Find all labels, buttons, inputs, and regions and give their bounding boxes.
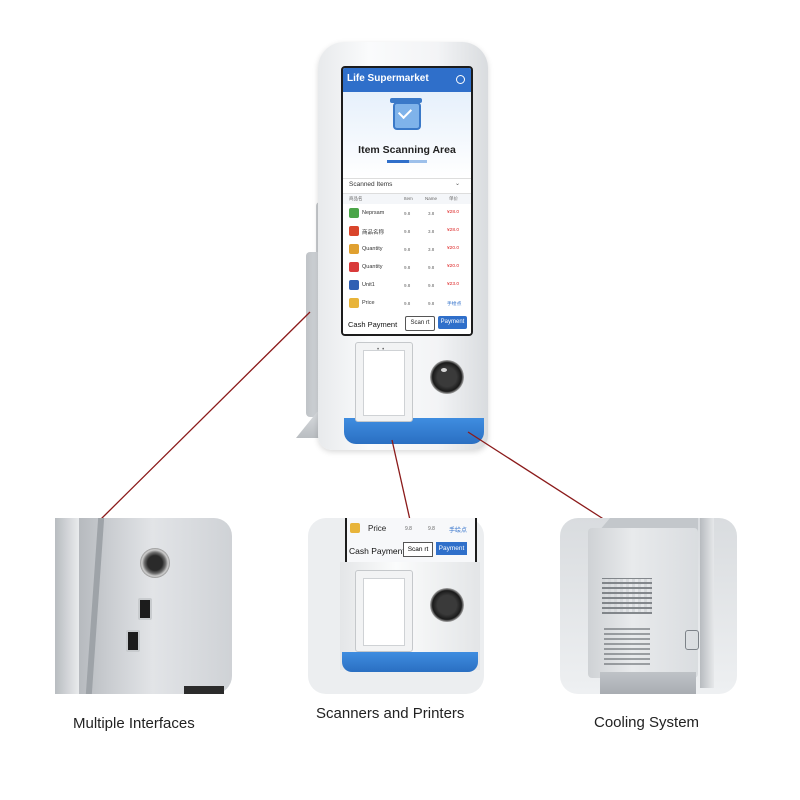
barcode-scanner — [430, 360, 464, 394]
kiosk-blue-base — [342, 652, 478, 672]
row-c1: 9.8 — [404, 247, 411, 252]
connector-line-left — [99, 311, 311, 521]
row-name: Price — [362, 300, 375, 306]
row-c1: 9.8 — [404, 283, 411, 288]
basket-lid-icon — [390, 98, 422, 103]
row-c2: 9.8 — [428, 526, 435, 532]
row-name: 商品名称 — [362, 230, 385, 236]
scanned-items-header[interactable] — [343, 178, 471, 194]
caption-multiple-interfaces: Multiple Interfaces — [73, 715, 195, 732]
section-label: Scanned Items — [349, 181, 393, 188]
table-header: 单价 — [449, 196, 458, 201]
row-c1: 9.8 — [404, 265, 411, 270]
row-price: ¥28.0 — [447, 210, 460, 215]
barcode-scanner — [430, 588, 464, 622]
scan-button[interactable]: Scan rt — [405, 316, 435, 331]
screen-title: Life Supermarket — [347, 73, 429, 84]
product-icon — [349, 262, 359, 272]
printer-indicator-icon: •• — [377, 347, 388, 353]
row-c2: 3.8 — [428, 247, 435, 252]
connector-line-right — [467, 431, 606, 521]
table-row[interactable]: Quantity 9.8 3.8 ¥20.0 — [343, 240, 471, 259]
row-price: ¥20.0 — [447, 264, 460, 269]
basket-icon — [393, 102, 421, 130]
nfc-icon — [685, 630, 699, 650]
row-price: 手绘点 — [447, 302, 462, 307]
printer-slot — [363, 578, 405, 646]
table-header: 商品名 — [349, 196, 363, 201]
connector-line-middle — [391, 439, 411, 521]
row-name: Quantity — [362, 246, 383, 252]
row-name: Quantity — [362, 264, 383, 270]
usb-port-icon — [138, 598, 152, 620]
row-c2: 9.8 — [428, 283, 435, 288]
port-slot — [184, 686, 224, 694]
row-price: ¥23.0 — [447, 282, 460, 287]
table-header: Item — [404, 196, 413, 201]
payment-button[interactable]: Payment — [436, 542, 467, 555]
scanner-glint — [441, 368, 447, 372]
chevron-down-icon[interactable]: ⌄ — [455, 181, 461, 187]
product-icon — [349, 226, 359, 236]
row-price: ¥28.0 — [447, 228, 460, 233]
product-icon — [349, 244, 359, 254]
vent-grille-icon — [602, 578, 652, 614]
product-icon — [349, 208, 359, 218]
table-header: Name — [425, 196, 438, 201]
row-c2: 3.8 — [428, 211, 435, 216]
vent-grille-icon — [604, 625, 650, 665]
row-c1: 9.8 — [404, 229, 411, 234]
table-row[interactable]: Price 9.8 9.8 手绘点 — [343, 294, 471, 313]
row-c2: 3.8 — [428, 229, 435, 234]
row-c1: 9.8 — [404, 211, 411, 216]
row-price: ¥20.0 — [447, 246, 460, 251]
row-product-icon — [350, 523, 360, 533]
search-icon[interactable] — [456, 75, 465, 84]
row-name: Unit1 — [362, 282, 375, 288]
kiosk-stand — [600, 672, 696, 694]
row-c1: 9.8 — [405, 526, 412, 532]
hero-title: Item Scanning Area — [358, 144, 456, 156]
row-price: 手绘点 — [449, 528, 468, 534]
product-icon — [349, 298, 359, 308]
row-c1: 9.8 — [404, 301, 411, 306]
printer-slot — [363, 350, 405, 416]
kiosk-rear-pole — [700, 518, 714, 688]
row-c2: 9.8 — [428, 301, 435, 306]
row-name: Price — [368, 524, 387, 533]
product-icon — [349, 280, 359, 290]
row-c2: 9.8 — [428, 265, 435, 270]
row-name: Neprsam — [362, 210, 385, 216]
kiosk-screen: Life Supermarket Item Scanning Area Scan… — [341, 66, 473, 336]
screen-topbar — [343, 68, 471, 92]
scan-button[interactable]: Scan rt — [403, 542, 433, 557]
cash-payment-label: Cash Payment — [348, 320, 398, 329]
caption-cooling-system: Cooling System — [594, 714, 700, 731]
usb-port-icon — [126, 630, 140, 652]
payment-button[interactable]: Payment — [438, 316, 467, 329]
progress-fill — [387, 160, 409, 163]
caption-scanners-printers: Scanners and Printers — [316, 705, 465, 722]
lock-icon — [140, 548, 170, 578]
kiosk-blue-base — [344, 418, 484, 444]
cash-payment-label: Cash Payment — [349, 546, 405, 556]
kiosk-frame-edge — [55, 518, 79, 694]
